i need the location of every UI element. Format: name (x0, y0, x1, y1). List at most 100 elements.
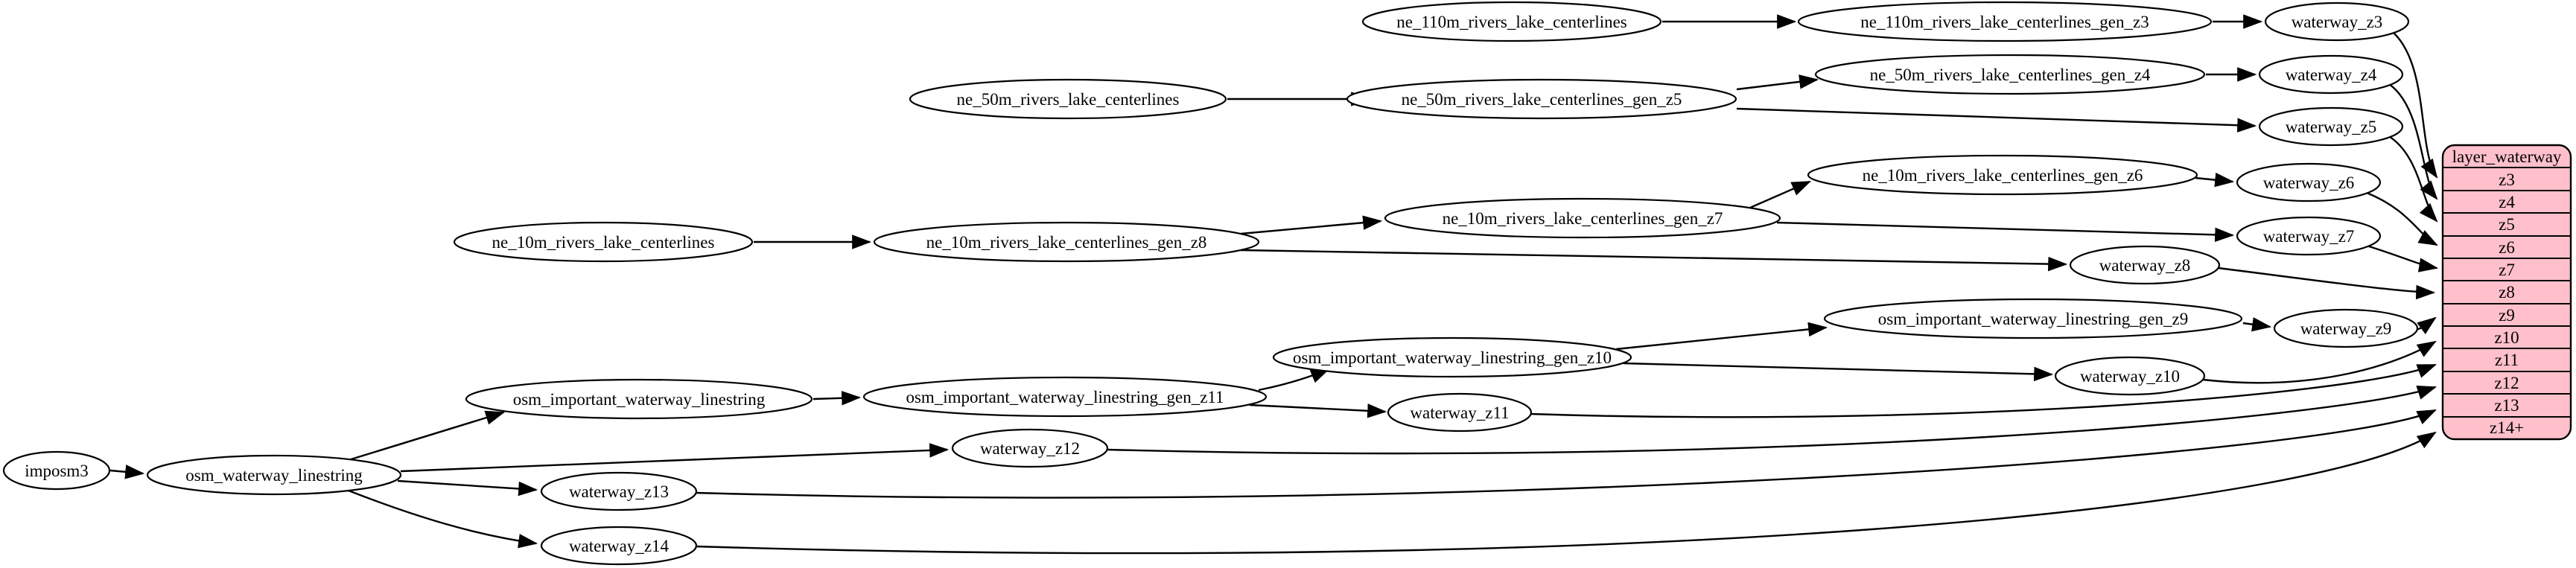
node-waterway_z12-label: waterway_z12 (980, 439, 1080, 458)
edge-osm_waterway_linestring-osm_important_waterway_linestring (348, 410, 506, 462)
node-layer_waterway-table: layer_waterway z3 z4 z5 z6 z7 z8 z9 z10 … (2441, 144, 2572, 441)
node-osm_important_waterway_linestring-label: osm_important_waterway_linestring (513, 390, 766, 409)
edge-gen_z5-gen_z4 (1736, 74, 1819, 91)
edge-waterway_z5-row_z5 (2387, 134, 2438, 223)
edge-waterway_z3-row_z3 (2393, 32, 2438, 179)
table-row-z7: z7 (2499, 261, 2515, 279)
node-osm_important_waterway_linestring_gen_z9: osm_important_waterway_linestring_gen_z9 (1823, 298, 2243, 339)
node-ne_50m_rivers_lake_centerlines: ne_50m_rivers_lake_centerlines (909, 78, 1227, 120)
edge-gen_z8-waterway_z8 (1240, 249, 2068, 272)
table-row-z3: z3 (2499, 170, 2515, 189)
edge-gen_z10-waterway_z10 (1623, 362, 2054, 382)
table-row-z14: z14+ (2490, 418, 2524, 437)
node-ne_50m_rivers_lake_centerlines_gen_z5: ne_50m_rivers_lake_centerlines_gen_z5 (1346, 78, 1737, 120)
edge-osm_waterway_linestring-waterway_z12 (400, 443, 950, 473)
node-osm_important_waterway_linestring_gen_z9-label: osm_important_waterway_linestring_gen_z9 (1878, 310, 2188, 328)
edge-waterway_z12-row_z12 (1106, 386, 2437, 455)
edges (109, 14, 2439, 555)
node-waterway_z10: waterway_z10 (2054, 356, 2206, 396)
node-ne_10m_rivers_lake_centerlines_gen_z7: ne_10m_rivers_lake_centerlines_gen_z7 (1384, 197, 1781, 239)
node-waterway_z8: waterway_z8 (2069, 245, 2221, 285)
edge-osm_important_waterway_linestring-gen_z11 (812, 391, 862, 406)
edge-gen_z11-gen_z10 (1258, 368, 1331, 392)
node-waterway_z5: waterway_z5 (2258, 106, 2404, 147)
node-ne_50m_rivers_lake_centerlines-label: ne_50m_rivers_lake_centerlines (957, 90, 1180, 109)
node-ne_110m_rivers_lake_centerlines_gen_z3-label: ne_110m_rivers_lake_centerlines_gen_z3 (1860, 13, 2149, 31)
node-imposm3-label: imposm3 (25, 462, 89, 480)
edge-gen_z7-gen_z6 (1749, 180, 1811, 209)
edge-gen_z11-waterway_z11 (1249, 403, 1387, 418)
node-osm_waterway_linestring: osm_waterway_linestring (146, 454, 402, 496)
node-waterway_z14-label: waterway_z14 (569, 537, 670, 555)
node-waterway_z3-label: waterway_z3 (2292, 13, 2383, 31)
node-ne_50m_rivers_lake_centerlines_gen_z4: ne_50m_rivers_lake_centerlines_gen_z4 (1814, 54, 2206, 95)
node-ne_110m_rivers_lake_centerlines_gen_z3: ne_110m_rivers_lake_centerlines_gen_z3 (1797, 1, 2213, 42)
node-osm_waterway_linestring-label: osm_waterway_linestring (185, 466, 363, 485)
nodes: imposm3 osm_waterway_linestring osm_impo… (2, 1, 2419, 566)
edge-osm_waterway_linestring-waterway_z14 (348, 489, 538, 549)
node-osm_important_waterway_linestring_gen_z11-label: osm_important_waterway_linestring_gen_z1… (906, 388, 1224, 406)
node-waterway_z4: waterway_z4 (2258, 54, 2404, 95)
node-waterway_z5-label: waterway_z5 (2286, 118, 2377, 136)
edge-waterway_z6-row_z6 (2366, 191, 2438, 246)
layer_waterway-title: layer_waterway (2452, 147, 2562, 166)
node-waterway_z10-label: waterway_z10 (2080, 367, 2180, 386)
node-waterway_z6-label: waterway_z6 (2263, 173, 2355, 192)
table-row-z13: z13 (2494, 396, 2519, 415)
node-imposm3: imposm3 (2, 450, 111, 491)
node-waterway_z6: waterway_z6 (2236, 162, 2382, 202)
node-waterway_z13-label: waterway_z13 (569, 482, 669, 501)
edge-waterway_z8-row_z8 (2218, 267, 2436, 300)
table-row-z10: z10 (2494, 328, 2519, 347)
node-waterway_z14: waterway_z14 (540, 526, 698, 566)
node-waterway_z4-label: waterway_z4 (2286, 66, 2377, 84)
edge-gen_z5-waterway_z5 (1736, 107, 2257, 133)
node-waterway_z9: waterway_z9 (2273, 308, 2419, 348)
edge-gen_z10-gen_z9 (1615, 322, 1828, 351)
node-waterway_z11-label: waterway_z11 (1410, 403, 1509, 422)
node-ne_10m_rivers_lake_centerlines_gen_z8: ne_10m_rivers_lake_centerlines_gen_z8 (873, 221, 1260, 263)
node-waterway_z11: waterway_z11 (1387, 392, 1533, 433)
edge-waterway_z4-row_z4 (2388, 83, 2438, 200)
edge-imposm3-osm_waterway_linestring (109, 465, 145, 479)
table-row-z12: z12 (2494, 374, 2519, 392)
node-waterway_z12: waterway_z12 (951, 428, 1109, 468)
table-row-z5: z5 (2499, 215, 2515, 234)
edge-waterway_z13-row_z13 (695, 409, 2437, 499)
table-row-z4: z4 (2499, 193, 2515, 211)
table-row-z8: z8 (2499, 283, 2515, 301)
node-ne_10m_rivers_lake_centerlines-label: ne_10m_rivers_lake_centerlines (492, 233, 715, 252)
edge-gen_z9-waterway_z9 (2242, 317, 2272, 332)
table-row-z11: z11 (2495, 351, 2519, 369)
node-waterway_z3: waterway_z3 (2264, 1, 2410, 42)
node-ne_10m_rivers_lake_centerlines_gen_z8-label: ne_10m_rivers_lake_centerlines_gen_z8 (926, 233, 1207, 252)
edge-gen_z7-waterway_z7 (1776, 221, 2235, 243)
edge-waterway_z9-row_z9 (2415, 316, 2437, 335)
node-ne_10m_rivers_lake_centerlines_gen_z7-label: ne_10m_rivers_lake_centerlines_gen_z7 (1443, 209, 1723, 228)
edge-waterway_z14-row_z14 (695, 431, 2437, 555)
node-osm_important_waterway_linestring_gen_z10: osm_important_waterway_linestring_gen_z1… (1272, 336, 1632, 378)
edge-waterway_z7-row_z7 (2366, 244, 2439, 272)
edge-gen_z6-waterway_z6 (2195, 172, 2235, 188)
node-ne_110m_rivers_lake_centerlines-label: ne_110m_rivers_lake_centerlines (1396, 13, 1627, 31)
edge-waterway_z10-row_z10 (2202, 340, 2437, 384)
edge-osm_waterway_linestring-waterway_z13 (397, 479, 538, 497)
node-waterway_z7-label: waterway_z7 (2263, 227, 2355, 246)
edge-waterway_z11-row_z11 (1529, 363, 2437, 418)
table-row-z6: z6 (2499, 238, 2515, 257)
node-waterway_z13: waterway_z13 (540, 471, 698, 511)
node-waterway_z7: waterway_z7 (2236, 216, 2382, 256)
node-ne_10m_rivers_lake_centerlines: ne_10m_rivers_lake_centerlines (453, 221, 754, 263)
node-osm_important_waterway_linestring_gen_z11: osm_important_waterway_linestring_gen_z1… (862, 376, 1268, 418)
node-ne_10m_rivers_lake_centerlines_gen_z6-label: ne_10m_rivers_lake_centerlines_gen_z6 (1863, 166, 2143, 185)
node-ne_50m_rivers_lake_centerlines_gen_z5-label: ne_50m_rivers_lake_centerlines_gen_z5 (1402, 90, 1682, 109)
node-ne_50m_rivers_lake_centerlines_gen_z4-label: ne_50m_rivers_lake_centerlines_gen_z4 (1870, 66, 2151, 84)
node-waterway_z9-label: waterway_z9 (2300, 319, 2392, 338)
node-osm_important_waterway_linestring_gen_z10-label: osm_important_waterway_linestring_gen_z1… (1293, 348, 1612, 367)
table-row-z9: z9 (2499, 306, 2515, 325)
edge-gen_z8-gen_z7 (1240, 215, 1383, 235)
node-waterway_z8-label: waterway_z8 (2099, 256, 2191, 275)
node-ne_10m_rivers_lake_centerlines_gen_z6: ne_10m_rivers_lake_centerlines_gen_z6 (1807, 154, 2198, 196)
node-ne_110m_rivers_lake_centerlines: ne_110m_rivers_lake_centerlines (1361, 1, 1662, 42)
